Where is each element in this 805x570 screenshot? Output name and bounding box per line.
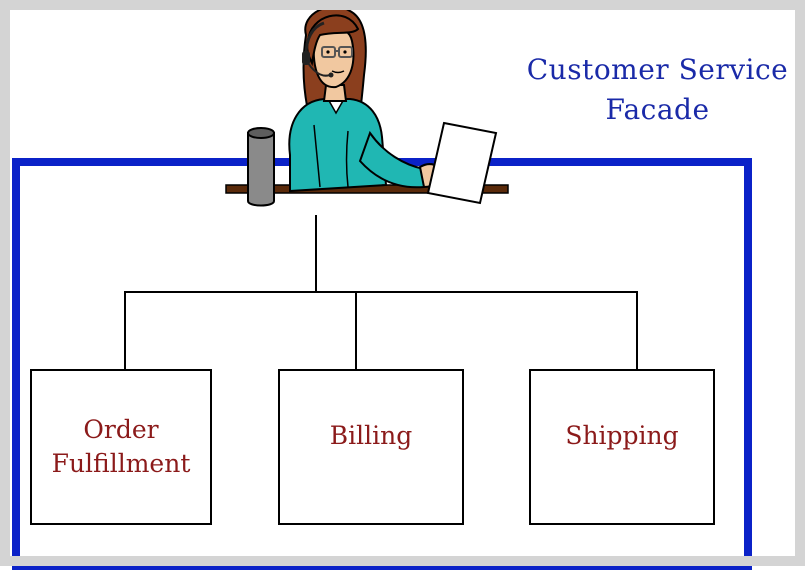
connector-trunk — [315, 215, 317, 293]
connector-billing — [355, 291, 357, 370]
order-fulfillment-label-line-2: Fulfillment — [51, 449, 191, 478]
order-fulfillment-label-line-1: Order — [83, 415, 159, 444]
shipping-box: Shipping — [529, 369, 715, 525]
shipping-label: Shipping — [565, 421, 679, 450]
connector-shipping — [636, 291, 638, 370]
billing-box: Billing — [278, 369, 464, 525]
connector-horizontal — [124, 291, 638, 293]
connector-order — [124, 291, 126, 370]
customer-service-agent-icon — [225, 5, 509, 207]
facade-label-line-2: Facade — [605, 93, 710, 126]
facade-label: Customer Service Facade — [510, 50, 805, 130]
order-fulfillment-box: Order Fulfillment — [30, 369, 212, 525]
billing-label: Billing — [329, 421, 413, 450]
facade-label-line-1: Customer Service — [526, 53, 789, 86]
